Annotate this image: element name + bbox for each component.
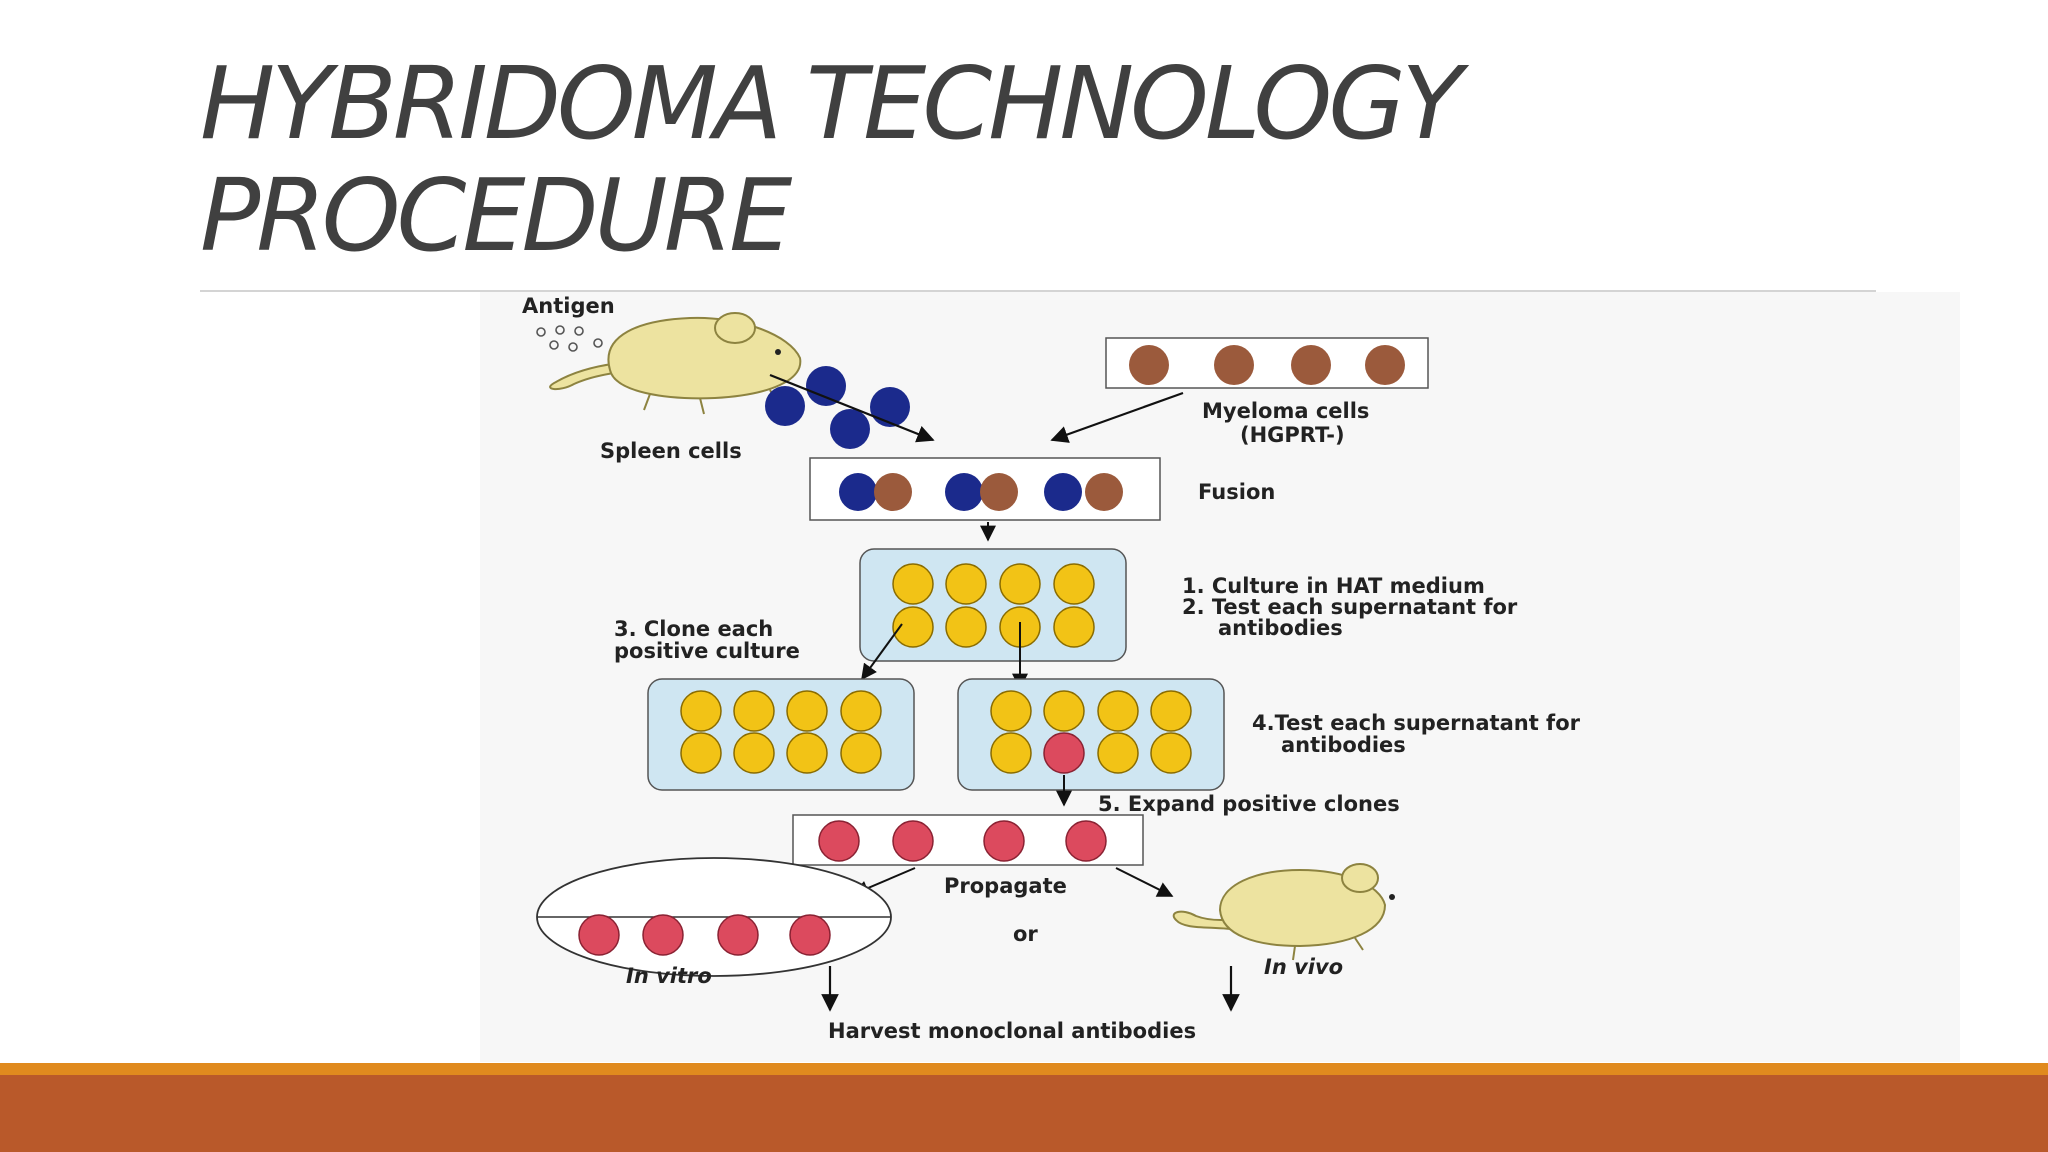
hybridoma-diagram: Antigen Spleen cells Myeloma cells (HGPR… (522, 294, 1581, 1043)
spleen-cell (806, 366, 846, 406)
mouse-host-icon (1172, 863, 1395, 961)
footer-bar (0, 1075, 2048, 1152)
label-antigen: Antigen (522, 294, 615, 318)
label-step5: 5. Expand positive clones (1098, 792, 1400, 816)
myeloma-cell (1214, 345, 1254, 385)
spleen-cell (870, 387, 910, 427)
slide-title: HYBRIDOMA TECHNOLOGY PROCEDURE (200, 45, 1463, 274)
hybridoma-cells (892, 563, 1095, 648)
label-in-vivo: In vivo (1264, 955, 1343, 979)
myeloma-cell (1291, 345, 1331, 385)
label-step4-line2: antibodies (1281, 733, 1406, 757)
label-fusion: Fusion (1198, 480, 1275, 504)
title-divider (200, 290, 1876, 292)
myeloma-cells (1129, 345, 1405, 385)
clone-cells-right (990, 690, 1192, 774)
clone-cells-left (680, 690, 882, 774)
arrow-to-in-vivo (1115, 867, 1174, 897)
arrow-myeloma-to-fusion (1050, 391, 1184, 443)
label-step1: 1. Culture in HAT medium (1182, 574, 1485, 598)
label-harvest: Harvest monoclonal antibodies (828, 1019, 1196, 1043)
label-or: or (1013, 922, 1038, 946)
label-myeloma-line2: (HGPRT-) (1240, 423, 1345, 447)
arrow-spleen-to-fusion (769, 373, 935, 443)
label-step3-line1: 3. Clone each (614, 617, 773, 641)
label-myeloma-line1: Myeloma cells (1202, 399, 1369, 423)
spleen-cells (765, 366, 910, 449)
label-in-vitro: In vitro (626, 964, 712, 988)
label-step3-line2: positive culture (614, 639, 800, 663)
positive-clone-cell (1043, 732, 1085, 774)
footer-accent-stripe (0, 1063, 2048, 1075)
mouse-donor-icon (549, 312, 802, 415)
slide-title-line2: PROCEDURE (200, 157, 792, 274)
arrow-to-clone-left (861, 623, 903, 681)
label-propagate: Propagate (944, 874, 1067, 898)
spleen-cell (765, 386, 805, 426)
label-spleen-cells: Spleen cells (600, 439, 742, 463)
in-vitro-cells (578, 914, 831, 956)
fused-cells (839, 473, 1123, 511)
expanded-clone-cells (818, 820, 1107, 862)
spleen-cell (830, 409, 870, 449)
myeloma-cell (1129, 345, 1169, 385)
label-step4-line1: 4.Test each supernatant for (1252, 711, 1581, 735)
label-step2-line1: 2. Test each supernatant for (1182, 595, 1518, 619)
myeloma-cell (1365, 345, 1405, 385)
slide-title-line1: HYBRIDOMA TECHNOLOGY (200, 45, 1463, 162)
label-step2-line2: antibodies (1218, 616, 1343, 640)
hat-culture-plate (859, 548, 1127, 662)
